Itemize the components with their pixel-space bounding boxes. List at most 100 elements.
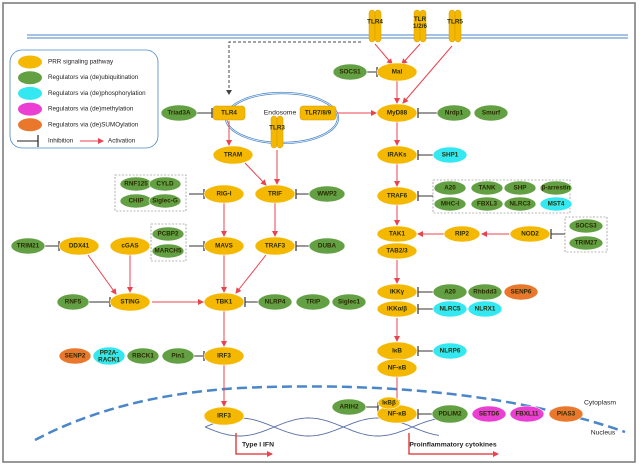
- node-socs1[interactable]: SOCS1: [332, 63, 368, 81]
- node-label: NLRX1: [475, 306, 496, 313]
- node-label: NF-κB: [388, 411, 407, 418]
- node-myd88[interactable]: MyD88: [376, 103, 418, 123]
- node-trip[interactable]: TRIP: [295, 293, 331, 311]
- node-pp2a[interactable]: PP2A-RACK1: [92, 346, 126, 366]
- node-fbxl3[interactable]: FBXL3: [470, 196, 504, 212]
- node-ikkab[interactable]: IKKα/β: [376, 300, 418, 318]
- node-trif[interactable]: TRIF: [254, 184, 296, 204]
- node-nfkb[interactable]: NF-κB: [376, 358, 418, 378]
- node-rip2[interactable]: RIP2: [443, 225, 481, 243]
- node-label: MHC-I: [441, 201, 459, 208]
- node-cgas[interactable]: cGAS: [109, 236, 151, 256]
- receptor-tlr5[interactable]: TLR5: [447, 9, 463, 43]
- node-wwp2[interactable]: WWP2: [308, 185, 346, 203]
- node-ddx41[interactable]: DDX41: [58, 236, 100, 256]
- node-pias3[interactable]: PIAS3: [548, 405, 584, 423]
- node-setd6[interactable]: SETD6: [471, 405, 507, 423]
- node-a20b[interactable]: A20: [432, 283, 468, 301]
- node-march5[interactable]: MARCH5: [151, 243, 185, 259]
- regulator-group-box: [114, 174, 187, 212]
- node-barr[interactable]: β-arrestin: [539, 180, 573, 196]
- node-iraks[interactable]: IRAKs: [376, 145, 418, 165]
- node-fbxl11[interactable]: FBXL11: [509, 405, 545, 423]
- node-rhbdd3[interactable]: Rhbdd3: [467, 283, 503, 301]
- node-rnf125[interactable]: RNF125: [119, 176, 153, 192]
- cytoplasm-label: Cytoplasm: [584, 400, 616, 407]
- receptor-tlr4m[interactable]: TLR4: [367, 9, 383, 43]
- node-siglecg[interactable]: Siglec-G: [148, 193, 182, 209]
- node-label: Pin1: [171, 353, 185, 360]
- node-shp1[interactable]: SHP1: [432, 146, 468, 164]
- node-nod2[interactable]: NOD2: [509, 225, 551, 243]
- node-tram[interactable]: TRAM: [212, 145, 254, 165]
- node-irf3[interactable]: IRF3: [203, 346, 245, 366]
- node-label: A20: [444, 289, 456, 296]
- node-label: TRAM: [224, 152, 242, 159]
- node-chip[interactable]: CHIP: [119, 193, 153, 209]
- node-label: NF-κB: [388, 365, 407, 372]
- node-a20a[interactable]: A20: [433, 180, 467, 196]
- node-nlrx1[interactable]: NLRX1: [467, 300, 503, 318]
- node-tab23[interactable]: TAB2/3: [376, 242, 418, 260]
- node-shp[interactable]: SHP: [503, 180, 537, 196]
- node-ikkg[interactable]: IKKγ: [376, 283, 418, 301]
- node-rnf5[interactable]: RNF5: [56, 293, 90, 311]
- inhibition-arrow: [295, 241, 309, 251]
- legend-item-methylation: Regulators via (de)methylation: [18, 102, 134, 116]
- node-siglec1[interactable]: Siglec1: [331, 293, 367, 311]
- node-label: SOCS3: [575, 223, 597, 230]
- node-mst4[interactable]: MST4: [539, 196, 573, 212]
- node-pcbp2[interactable]: PCBP2: [151, 226, 185, 242]
- node-senp6[interactable]: SENP6: [503, 283, 539, 301]
- node-irf3n[interactable]: IRF3: [203, 406, 245, 426]
- proinflammatory-arrow: [408, 433, 499, 457]
- inhibition-arrow: [417, 150, 433, 160]
- node-label: STING: [120, 299, 139, 306]
- inhibition-arrow: [417, 346, 433, 356]
- node-tlr789[interactable]: TLR7/8/9: [299, 105, 337, 121]
- node-trim21[interactable]: TRIM21: [10, 237, 46, 255]
- type-i-ifn-label: Type I IFN: [242, 442, 274, 449]
- node-pin1[interactable]: Pin1: [161, 347, 195, 365]
- node-tbk1[interactable]: TBK1: [203, 292, 245, 312]
- node-traf6[interactable]: TRAF6: [376, 186, 418, 206]
- activation-arrow: [402, 45, 453, 104]
- node-pdlim2[interactable]: PDLIM2: [431, 404, 469, 424]
- node-arih2[interactable]: ARIH2: [331, 398, 367, 416]
- receptor-tlr3[interactable]: TLR3: [269, 115, 285, 149]
- node-label: SENP2: [65, 353, 86, 360]
- node-senp2[interactable]: SENP2: [58, 347, 92, 365]
- node-nlrc5[interactable]: NLRC5: [432, 300, 468, 318]
- node-nlrp4[interactable]: NLRP4: [257, 293, 293, 311]
- node-mhc1[interactable]: MHC-I: [433, 196, 467, 212]
- node-smurf[interactable]: Smurf: [473, 104, 509, 122]
- node-traf3[interactable]: TRAF3: [254, 236, 296, 256]
- activation-arrow: [87, 254, 117, 295]
- node-nrdp1[interactable]: Nrdp1: [436, 104, 472, 122]
- node-duba[interactable]: DUBA: [308, 237, 346, 255]
- node-mavs[interactable]: MAVS: [203, 236, 245, 256]
- node-nlrp6[interactable]: NLRP6: [432, 342, 468, 360]
- node-tlr4e[interactable]: TLR4: [212, 105, 246, 121]
- node-label: IKKγ: [390, 289, 405, 296]
- node-cyld[interactable]: CYLD: [148, 176, 182, 192]
- node-triad3a[interactable]: Triad3A: [160, 104, 198, 122]
- activation-arrow: [244, 162, 267, 186]
- node-mal[interactable]: Mal: [376, 62, 418, 82]
- node-tak1[interactable]: TAK1: [376, 225, 418, 243]
- endosome-label: Endosome: [264, 110, 297, 117]
- node-ikb[interactable]: IκB: [376, 341, 418, 361]
- node-rigi[interactable]: RIG-I: [203, 184, 245, 204]
- node-nlrc3[interactable]: NLRC3: [503, 196, 537, 212]
- node-ikbb[interactable]: IκBβ: [377, 396, 401, 410]
- node-sting[interactable]: STING: [109, 292, 151, 312]
- node-label: RIP2: [455, 231, 469, 238]
- node-label: CHIP: [128, 198, 143, 205]
- node-label: SENP6: [511, 289, 532, 296]
- node-trim27[interactable]: TRIM27: [568, 235, 604, 251]
- node-socs3[interactable]: SOCS3: [568, 218, 604, 234]
- node-tank[interactable]: TANK: [470, 180, 504, 196]
- node-rbck1[interactable]: RBCK1: [126, 347, 160, 365]
